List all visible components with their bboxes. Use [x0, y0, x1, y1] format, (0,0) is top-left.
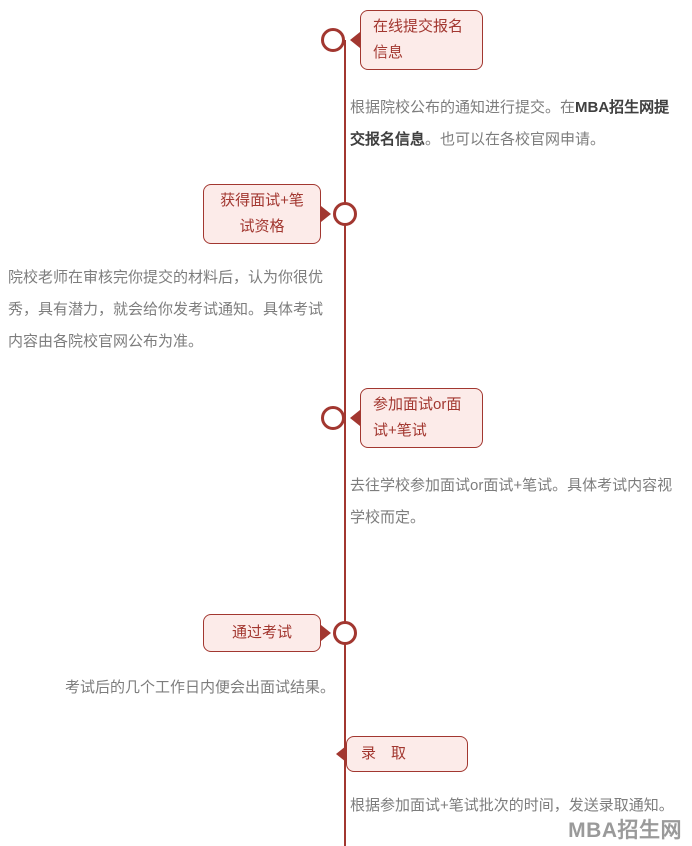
arrow-left-icon: [336, 746, 346, 762]
step-box-pass-exam: 通过考试: [203, 614, 321, 652]
arrow-right-icon: [321, 206, 331, 222]
timeline-node-circle: [333, 202, 357, 226]
step-description: 根据院校公布的通知进行提交。在MBA招生网提交报名信息。也可以在各校官网申请。: [350, 92, 680, 156]
step-label: 通过考试: [231, 624, 292, 641]
desc-text: 。也可以在各校官网申请。: [425, 131, 606, 148]
arrow-left-icon: [350, 410, 360, 426]
arrow-right-icon: [321, 625, 331, 641]
desc-text: 考试后的几个工作日内便会出面试结果。: [65, 679, 336, 696]
step-label: 在线提交报名信息: [373, 18, 464, 61]
desc-text: 根据院校公布的通知进行提交。在: [350, 99, 576, 116]
timeline-node-circle: [321, 406, 345, 430]
site-watermark: MBA招生网: [568, 819, 682, 842]
desc-text: 根据参加面试+笔试批次的时间，发送录取通知。: [350, 797, 674, 814]
step-label: 录 取: [361, 745, 407, 762]
timeline-node-circle: [333, 621, 357, 645]
timeline-line: [344, 40, 346, 846]
timeline-node-circle: [321, 28, 345, 52]
step-box-submit-info: 在线提交报名信息: [360, 10, 483, 70]
desc-text: 去往学校参加面试or面试+笔试。具体考试内容视学校而定。: [350, 477, 673, 526]
arrow-left-icon: [350, 32, 360, 48]
step-description: 去往学校参加面试or面试+笔试。具体考试内容视学校而定。: [350, 470, 680, 534]
desc-text: 院校老师在审核完你提交的材料后，认为你很优秀，具有潜力，就会给你发考试通知。具体…: [8, 269, 324, 350]
step-description: 根据参加面试+笔试批次的时间，发送录取通知。: [350, 790, 684, 822]
step-description: 院校老师在审核完你提交的材料后，认为你很优秀，具有潜力，就会给你发考试通知。具体…: [8, 262, 332, 358]
step-description: 考试后的几个工作日内便会出面试结果。: [65, 672, 365, 704]
desc-bold-text: MBA招生网提交报名信息: [350, 99, 670, 148]
step-box-admission: 录 取: [346, 736, 468, 772]
step-box-attend-exam: 参加面试or面试+笔试: [360, 388, 483, 448]
step-label: 获得面试+笔试资格: [220, 192, 304, 235]
step-label: 参加面试or面试+笔试: [373, 396, 462, 439]
step-box-get-qualification: 获得面试+笔试资格: [203, 184, 321, 244]
